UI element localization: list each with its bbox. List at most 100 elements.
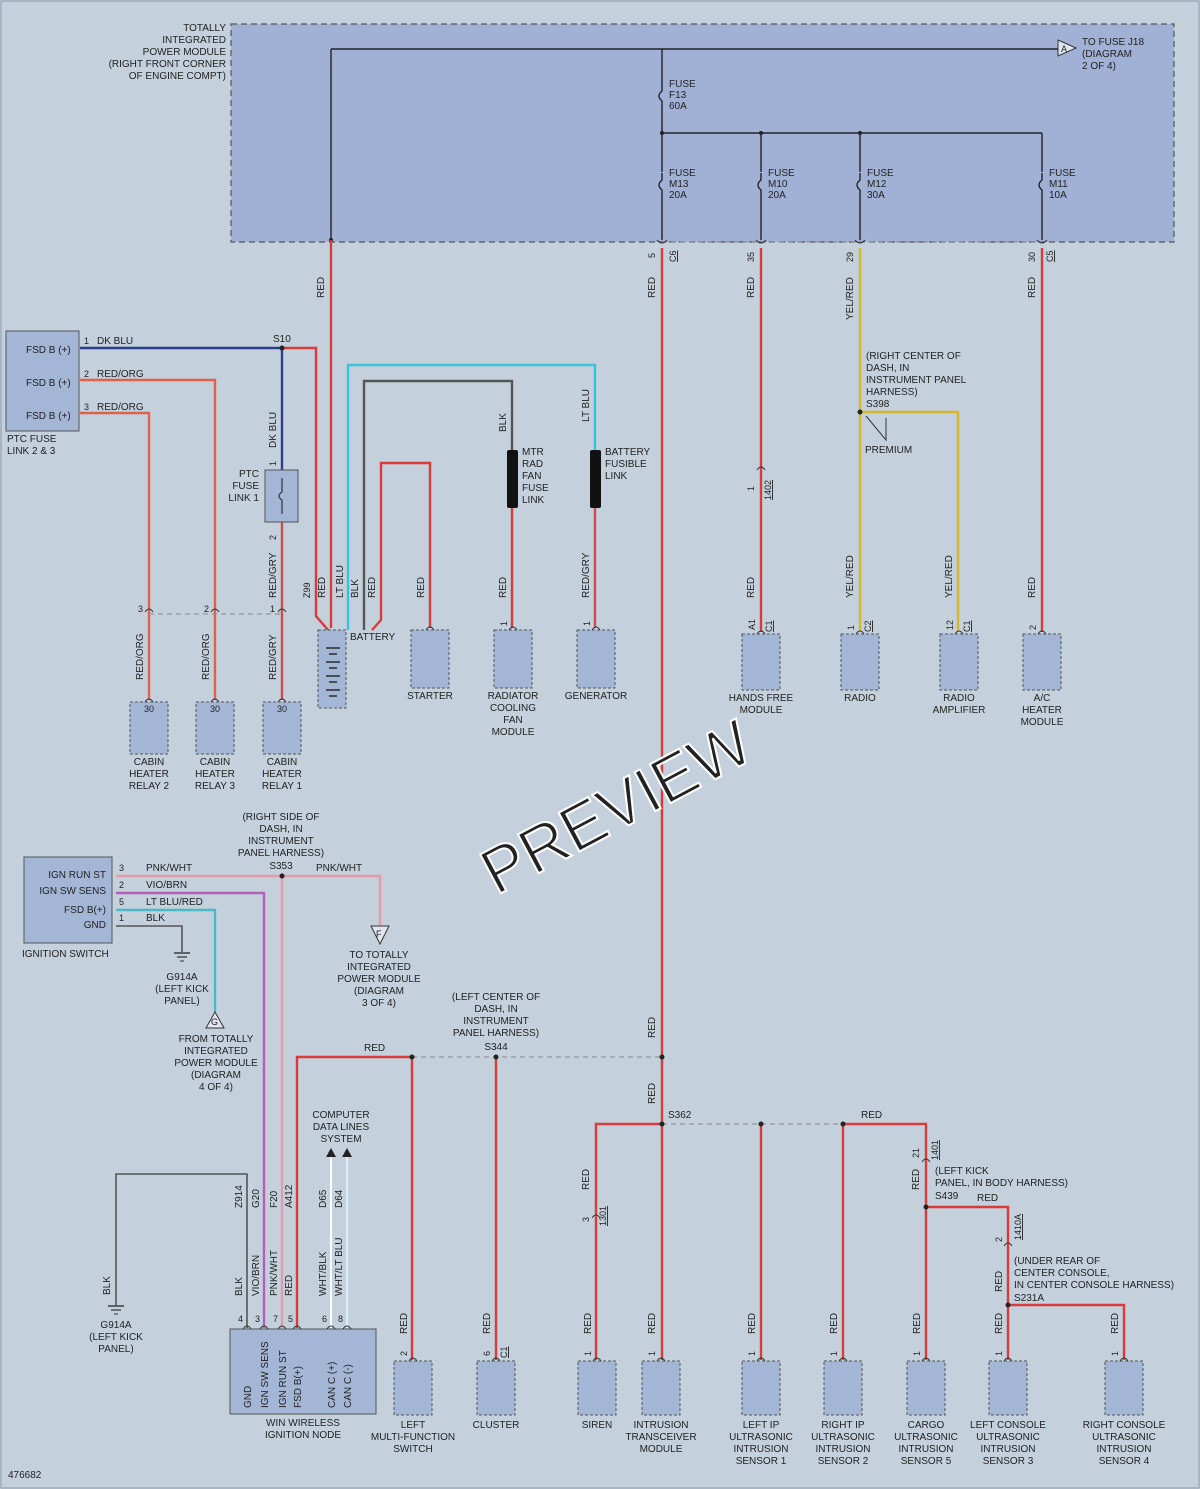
win-wireless-ignition-node: WIN WIRELESS IGNITION NODE 4GNDZ914BLK3I… [229,1184,377,1441]
wire-label-ptc-redgry: RED/GRY [268,552,279,598]
fuse-m12-line1: FUSE [867,168,894,179]
bmodule-4-name-line2: ULTRASONIC [729,1432,793,1443]
s231a-line3: IN CENTER CONSOLE HARNESS) [1014,1280,1174,1291]
batt-link-line1: BATTERY [605,447,651,458]
bmodule-8-name-line3: INTRUSION [1097,1444,1152,1455]
module-0-name-line2: HEATER [129,769,169,780]
wire-label-batt-red-2: RED [367,577,378,598]
bmodule-0-name-line2: MULTI-FUNCTION [371,1432,455,1443]
fuse-m10-line3: 20A [768,190,786,201]
splice-s353: (RIGHT SIDE OF DASH, IN INSTRUMENT PANEL… [238,812,324,872]
module-7-pin: 1 [846,625,856,630]
wire-label-red-s439-h: RED [977,1193,998,1204]
wire-label-red-35: RED [746,277,757,298]
ign-pin-1: 1 [119,913,124,923]
bmodule-1-wire: RED [482,1313,493,1334]
node-pin-label-0: GND [243,1386,254,1408]
wire-label-starter-red: RED [416,577,427,598]
ign-pin-5: 5 [119,897,124,907]
s344-line4: PANEL HARNESS) [453,1028,539,1039]
inline-conn-1301: 1301 [598,1206,608,1226]
fuse-m12-line3: 30A [867,190,885,201]
bmodule-4-pin: 1 [747,1351,757,1356]
offpage-f-line4: (DIAGRAM [354,986,404,997]
bmodule-3-name-line1: INTRUSION [634,1420,689,1431]
bmodule-4-name-line3: INTRUSION [734,1444,789,1455]
bmodule-1-name-line1: CLUSTER [473,1420,520,1431]
offpage-g-line4: (DIAGRAM [191,1070,241,1081]
mtr-link-line2: RAD [522,459,543,470]
bmodule-8-name-line1: RIGHT CONSOLE [1083,1420,1166,1431]
wire-label-dk-blu: DK BLU [268,412,279,448]
bmodule-8-name-line2: ULTRASONIC [1092,1432,1156,1443]
inline-pin-hf: 1 [746,486,756,491]
module-8-name-line1: RADIO [943,693,975,704]
bmodule-3-wire: RED [647,1313,658,1334]
wire-label-blk: BLK [498,413,509,432]
ign-wire-pnkwht-2: PNK/WHT [316,863,362,874]
s231a-line1: (UNDER REAR OF [1014,1256,1100,1267]
node-caption-2: IGNITION NODE [265,1430,341,1441]
bmodule-3-name-line2: TRANSCEIVER [625,1432,696,1443]
bmodule-6-wire: RED [912,1313,923,1334]
ptc-fuse-caption-1: PTC FUSE [7,434,57,445]
module-5-name-line1: GENERATOR [565,691,627,702]
wire-label-red-30: RED [1027,277,1038,298]
bmodule-7-name-line2: ULTRASONIC [976,1432,1040,1443]
module-0-name-line3: RELAY 2 [129,781,170,792]
bmodule-4-name-line1: LEFT IP [743,1420,780,1431]
tipm-out-conn-c6: C6 [668,250,678,262]
wire-label-handsfree-red: RED [746,577,757,598]
splice-s231a: (UNDER REAR OF CENTER CONSOLE, IN CENTER… [1014,1256,1174,1304]
wire-label-blk-node: BLK [102,1276,113,1295]
ign-label-gnd: GND [84,920,106,931]
offpage-g-line5: 4 OF 4) [199,1082,233,1093]
ptc-fuse-caption-2: LINK 2 & 3 [7,446,56,457]
wire-label-batt-blk: BLK [350,579,361,598]
bmodule-7-name-line3: INTRUSION [981,1444,1036,1455]
wire-label-relay1-redgry: RED/GRY [268,634,279,680]
wire-label-amp-yelred: YEL/RED [944,555,955,598]
module-9-pin: 2 [1028,625,1038,630]
module-starter: STARTER [407,626,453,702]
fuse-f13-line3: 60A [669,101,687,112]
s439-line2: PANEL, IN BODY HARNESS) [935,1178,1068,1189]
tipm-out-conn-c5: C5 [1045,250,1055,262]
s398-line3: INSTRUMENT PANEL [866,375,967,386]
s353-line4: PANEL HARNESS) [238,848,324,859]
node-wire-2: PNK/WHT [269,1250,280,1296]
ptc-fuse-wire-2: RED/ORG [97,369,144,380]
mtr-rad-fan-fuse-link: MTR RAD FAN FUSE LINK [507,447,549,508]
dashed-connector-lines [149,241,1042,1125]
wires-bottom [115,874,1126,1360]
module-6-name-line2: MODULE [740,705,783,716]
ptc-fuse-label-1: FSD B (+) [26,345,71,356]
inline-conn-1402: 1402 [763,480,773,500]
bmodule-4-name-line4: SENSOR 1 [736,1456,787,1467]
module-0-name-line1: CABIN [134,757,165,768]
module-6-pin: A1 [747,619,757,630]
bmodule-6-name-line2: ULTRASONIC [894,1432,958,1443]
wire-label-red-tipm: RED [316,277,327,298]
ptc-fuse-pin-2: 2 [84,369,89,379]
s353-line2: DASH, IN [259,824,302,835]
bmodule-7-name-line1: LEFT CONSOLE [970,1420,1046,1431]
comp-data-line2: DATA LINES [313,1122,370,1133]
bmodule-0-name-line1: LEFT [401,1420,425,1431]
node-wire-0: BLK [234,1277,245,1296]
vertical-wire-labels-top: RED RED RED YEL/RED RED RED LT BLU BLK R… [135,277,1038,680]
fuse-m11-line2: M11 [1049,179,1068,190]
bmodule-6-name-line1: CARGO [908,1420,945,1431]
fuse-m13-line2: M13 [669,179,689,190]
bmodule-5-pin: 1 [829,1351,839,1356]
conn-label-z99: Z99 [302,582,312,598]
